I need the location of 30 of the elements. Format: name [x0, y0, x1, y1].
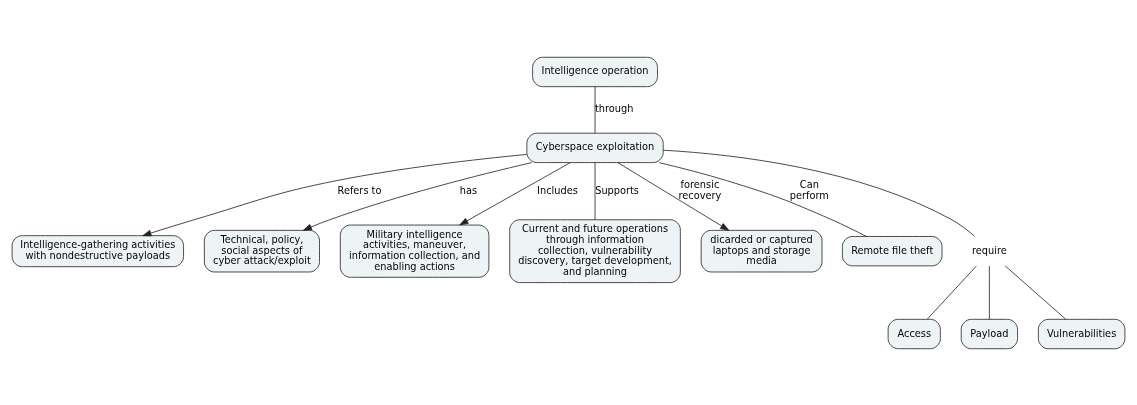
arrow [459, 161, 571, 225]
edge-label: Refers to [337, 184, 382, 196]
connector [594, 85, 596, 134]
node-box: Cyberspace exploitation [526, 132, 664, 163]
node-box: Intelligence-gathering activities with nondestructive payloads [11, 234, 184, 267]
node-box: Intelligence operation [532, 56, 658, 87]
edge-label: Includes [537, 184, 578, 196]
connector [926, 265, 977, 320]
edge-label: through [595, 102, 634, 114]
edge-label: forensic recovery [678, 178, 722, 201]
connector [1004, 265, 1067, 320]
connector [594, 161, 596, 220]
node-text: require [971, 244, 1007, 256]
edge-label: Can perform [789, 178, 829, 201]
node-box: Technical, policy, social aspects of cyber attack/exploit [203, 229, 320, 272]
arrow [142, 153, 528, 236]
node-box: Military intelligence activities, maneuver, information collection, and enabling actions [339, 224, 490, 278]
connector [988, 265, 990, 320]
arrow [617, 161, 730, 231]
node-box: Payload [960, 318, 1018, 349]
arrow [303, 161, 533, 231]
connector [662, 149, 975, 237]
edge-label: has [459, 184, 478, 196]
edge-label: Supports [595, 184, 639, 196]
connector [658, 161, 867, 237]
node-box: dicarded or captured laptops and storage media [700, 229, 823, 272]
node-box: Access [887, 318, 941, 349]
node-box: Remote file theft [842, 235, 943, 266]
node-box: Vulnerabilities [1037, 318, 1126, 349]
node-box: Current and future operations through information collection, vulnerability discovery, target development, and planning [509, 218, 681, 283]
